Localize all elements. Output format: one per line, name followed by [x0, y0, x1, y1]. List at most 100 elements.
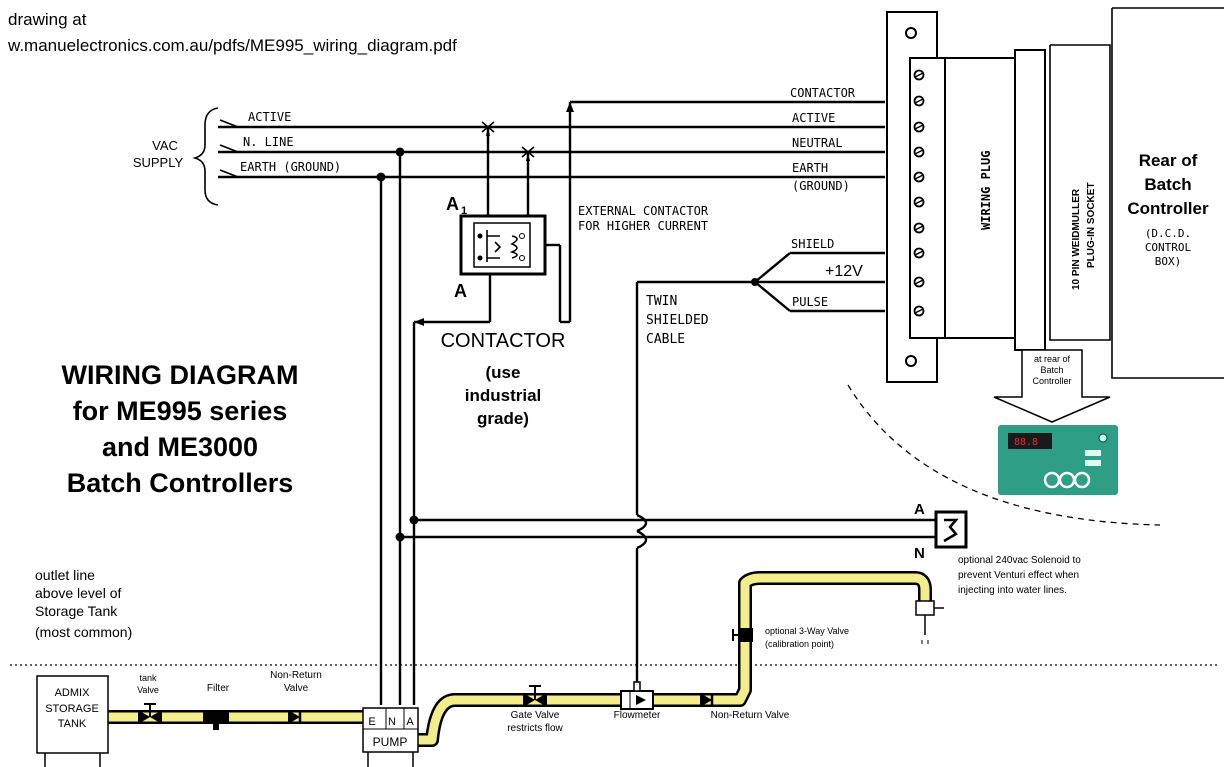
controller-label-4: (D.C.D. — [1145, 227, 1191, 240]
diagram-title-2: for ME995 series — [73, 396, 288, 426]
pump-terminal-e: E — [368, 716, 375, 728]
contactor-note-1: (use — [486, 363, 521, 382]
rear-callout-arrow — [993, 349, 1111, 423]
source-note-url: w.manuelectronics.com.au/pdfs/ME995_wiri… — [7, 36, 457, 55]
non-return-valve-1 — [288, 710, 302, 724]
plug-label-earth-ground: (GROUND) — [792, 179, 850, 193]
flowmeter — [620, 681, 654, 710]
shielded-cable — [635, 251, 885, 682]
plug-label-shield: SHIELD — [791, 237, 834, 251]
terminal-screw — [913, 276, 925, 288]
flowmeter-label: Flowmeter — [614, 710, 661, 721]
terminal-screw — [913, 222, 925, 234]
vac-supply-label-1: VAC — [152, 138, 178, 153]
terminal-screw — [913, 121, 925, 133]
mount-hole-bottom — [905, 355, 917, 367]
plug-label-earth: EARTH — [792, 161, 828, 175]
controller-panel-image: 88.8 — [998, 425, 1118, 495]
rear-callout-2: Batch — [1040, 365, 1063, 375]
socket-label-2: PLUG-IN SOCKET — [1086, 182, 1097, 268]
pump-label: PUMP — [373, 735, 408, 749]
terminal-screw — [913, 69, 925, 81]
plug-label-12v: +12V — [825, 263, 863, 280]
contactor-note-3: grade) — [477, 409, 529, 428]
solenoid-outlet-valve — [915, 600, 944, 644]
controller-rear-box — [1111, 7, 1224, 379]
diagram-title-3: and ME3000 — [102, 432, 258, 462]
three-way-valve — [732, 628, 753, 642]
rear-callout-1: at rear of — [1034, 354, 1071, 364]
diagram-title-4: Batch Controllers — [67, 468, 294, 498]
outlet-note-3: Storage Tank — [35, 603, 118, 619]
socket-box — [1049, 44, 1111, 341]
wire-label-earth: EARTH (GROUND) — [240, 160, 341, 174]
plug-label-neutral: NEUTRAL — [792, 136, 843, 150]
gate-valve-label-2: restricts flow — [507, 723, 563, 734]
solenoid-note-3: injecting into water lines. — [958, 585, 1067, 596]
panel-led-digits: 88.8 — [1014, 437, 1038, 448]
tank-label-2: STORAGE — [45, 703, 99, 715]
cable-label-1: TWIN — [646, 294, 677, 309]
solenoid-n-label: N — [914, 545, 925, 562]
pump-terminal-n: N — [388, 716, 396, 728]
supply-brace — [192, 107, 219, 206]
admix-storage-tank — [36, 675, 109, 767]
tank-valve — [138, 703, 162, 724]
non-return-valve-2 — [700, 693, 714, 707]
plug-label-contactor: CONTACTOR — [790, 86, 856, 100]
outlet-note-2: above level of — [35, 585, 122, 601]
cable-label-3: CABLE — [646, 332, 685, 347]
terminal-screw — [913, 247, 925, 259]
terminal-screw — [913, 305, 925, 317]
solenoid-box — [934, 510, 968, 549]
threeway-label-2: (calibration point) — [765, 639, 834, 649]
callout-dashed-line — [847, 384, 1161, 526]
controller-label-2: Batch — [1144, 175, 1191, 194]
terminal-screw — [913, 95, 925, 107]
gate-valve-label-1: Gate Valve — [511, 710, 560, 721]
contactor-note-2: industrial — [465, 386, 542, 405]
contactor-a1-sub: 1 — [461, 205, 467, 217]
threeway-label-1: optional 3-Way Valve — [765, 626, 849, 636]
wire-label-n-line: N. LINE — [243, 135, 294, 149]
contactor-wiring — [414, 102, 574, 326]
pump-terminal-a: A — [406, 716, 414, 728]
contactor-title: CONTACTOR — [441, 330, 566, 352]
tank-valve-label-1: tank — [139, 673, 157, 683]
outlet-note-1: outlet line — [35, 567, 95, 583]
wiring-plug — [886, 11, 1046, 383]
gate-valve — [523, 685, 547, 707]
controller-label-6: BOX) — [1155, 255, 1182, 268]
pump — [362, 707, 419, 767]
solenoid-note-1: optional 240vac Solenoid to — [958, 555, 1081, 566]
tank-valve-label-2: Valve — [137, 685, 159, 695]
terminal-screws — [913, 69, 925, 317]
nonreturn-label-1: Non-Return — [270, 670, 322, 681]
diagram-title-1: WIRING DIAGRAM — [62, 360, 299, 390]
pump-feed-wires — [376, 147, 419, 705]
vac-supply-label-2: SUPPLY — [133, 155, 184, 170]
external-contactor-2: FOR HIGHER CURRENT — [578, 219, 708, 233]
terminal-screw — [913, 196, 925, 208]
wiring-plug-label: WIRING PLUG — [979, 151, 993, 230]
external-contactor-1: EXTERNAL CONTACTOR — [578, 204, 709, 218]
nonreturn-label-2: Valve — [284, 683, 309, 694]
filter-label: Filter — [207, 683, 230, 694]
source-note-line1: drawing at — [8, 10, 87, 29]
rear-callout-3: Controller — [1032, 376, 1071, 386]
plug-label-active: ACTIVE — [792, 111, 835, 125]
filter — [203, 710, 229, 730]
socket-label-1: 10 PIN WEIDMULLER — [1071, 188, 1082, 290]
terminal-screw — [913, 171, 925, 183]
controller-label-3: Controller — [1127, 199, 1209, 218]
nonreturn-valve-label: Non-Return Valve — [711, 710, 790, 721]
contactor — [459, 214, 547, 276]
wire-label-active: ACTIVE — [248, 110, 291, 124]
tank-label-3: TANK — [58, 718, 87, 730]
solenoid-wires — [400, 518, 936, 539]
mount-hole-top — [905, 27, 917, 39]
contactor-a1-label: A — [446, 194, 459, 214]
controller-label-1: Rear of — [1139, 151, 1198, 170]
solenoid-note-2: prevent Venturi effect when — [958, 570, 1079, 581]
